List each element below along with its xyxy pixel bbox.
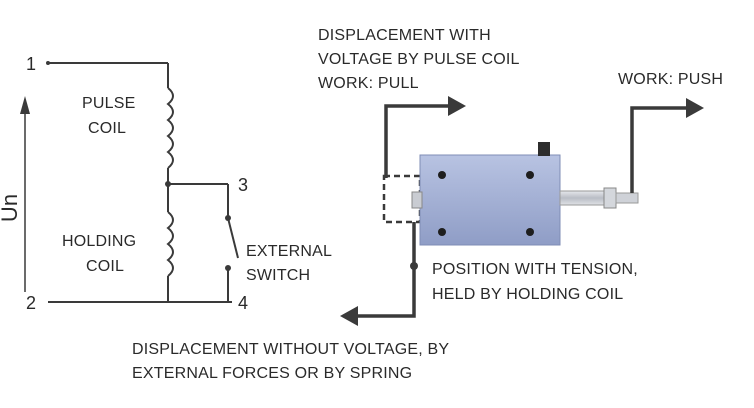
position-tension-line1: POSITION WITH TENSION, <box>432 261 638 278</box>
junction-dot <box>165 181 171 187</box>
holding-coil-winding <box>166 211 174 277</box>
displacement-without-line2: EXTERNAL FORCES OR BY SPRING <box>132 365 412 382</box>
mounting-hole <box>526 228 534 236</box>
displacement-pull-line3: WORK: PULL <box>318 75 419 92</box>
displacement-without-line1: DISPLACEMENT WITHOUT VOLTAGE, BY <box>132 341 449 358</box>
external-switch-label-line1: EXTERNAL <box>246 243 332 260</box>
voltage-arrow <box>20 96 30 292</box>
voltage-label: Un <box>0 194 22 222</box>
plunger-stub <box>411 191 423 209</box>
terminal-label-3: 3 <box>238 175 248 195</box>
shaft-nut <box>603 187 617 209</box>
displacement-pull-line2: VOLTAGE BY PULSE COIL <box>318 51 520 68</box>
circuit <box>48 62 239 303</box>
external-switch-label-line2: SWITCH <box>246 267 310 284</box>
shaft <box>559 190 607 206</box>
push-arrow <box>630 98 704 193</box>
terminal-label-1: 1 <box>26 54 36 74</box>
solenoid-terminal-block <box>538 142 550 156</box>
switch-contact-top <box>225 215 231 221</box>
plunger-pull-outline <box>382 174 422 224</box>
switch-blade <box>227 217 239 259</box>
displacement-pull-line1: DISPLACEMENT WITH <box>318 27 491 44</box>
spring-arrow <box>340 222 418 326</box>
mounting-hole <box>438 228 446 236</box>
work-push-label: WORK: PUSH <box>618 71 723 88</box>
terminal-dot-1 <box>46 61 50 65</box>
holding-coil-label-line1: HOLDING <box>62 233 136 250</box>
position-tension-line2: HELD BY HOLDING COIL <box>432 286 623 303</box>
pulse-coil-winding <box>166 87 174 169</box>
pulse-coil-label-line2: COIL <box>88 120 126 137</box>
pull-arrow <box>384 96 466 178</box>
holding-coil-label-line2: COIL <box>86 258 124 275</box>
mounting-hole <box>526 171 534 179</box>
shaft-thread <box>615 192 639 204</box>
terminal-label-4: 4 <box>238 293 248 313</box>
switch-contact-bottom <box>225 265 231 271</box>
terminal-label-2: 2 <box>26 293 36 313</box>
mounting-hole <box>438 171 446 179</box>
pulse-coil-label-line1: PULSE <box>82 95 135 112</box>
